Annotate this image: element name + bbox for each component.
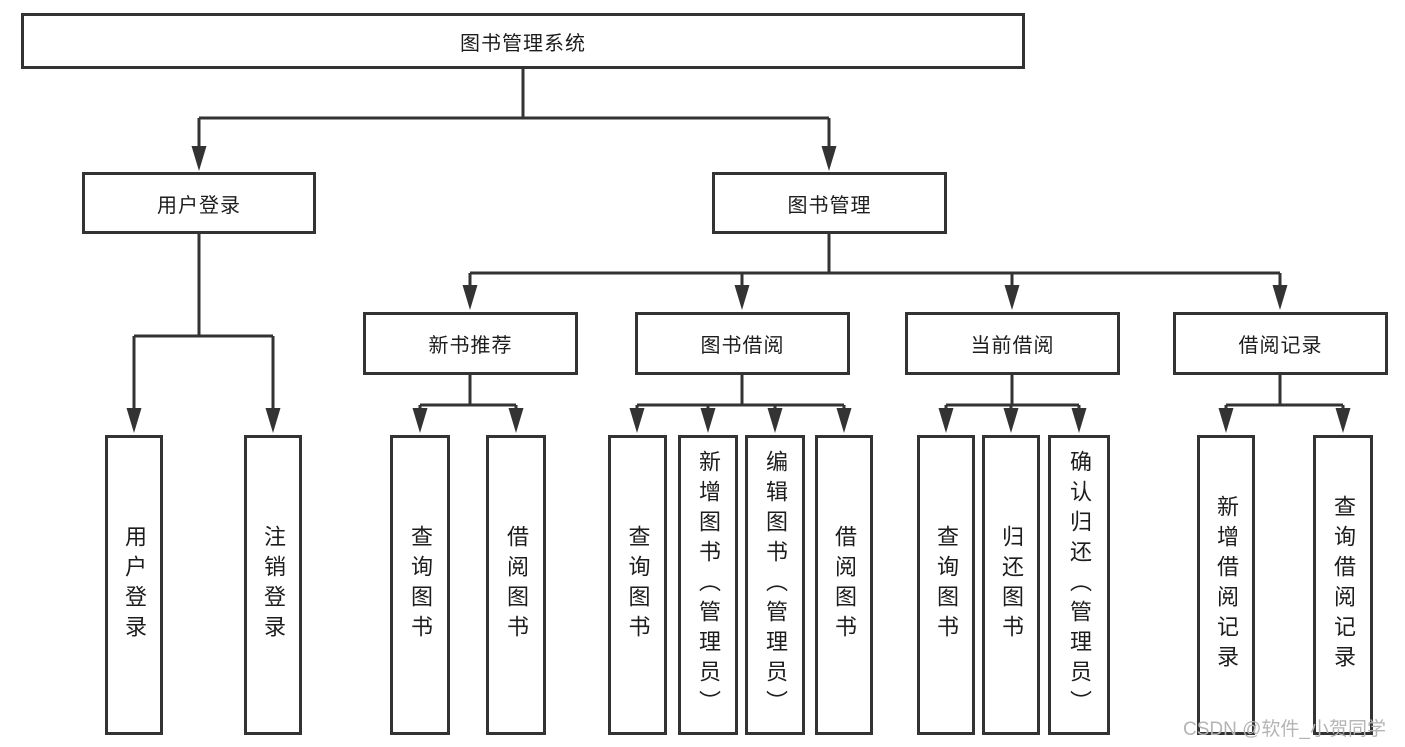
node-label: 图书管理系统 xyxy=(460,32,586,55)
node-label: 借阅图书 xyxy=(832,525,857,645)
node-label: 用户登录 xyxy=(157,194,241,217)
node-label: 借阅图书 xyxy=(504,525,529,645)
node-new-book-recommendation: 新书推荐 xyxy=(363,312,578,375)
node-label: 编辑图书（管理员） xyxy=(763,450,788,720)
leaf-query-books-recommend: 查询图书 xyxy=(390,435,450,735)
csdn-watermark: CSDN @软件_小贺同学 xyxy=(1183,719,1386,740)
node-label: 图书管理 xyxy=(787,194,872,217)
node-label: 确认归还（管理员） xyxy=(1067,450,1092,720)
leaf-return-book: 归还图书 xyxy=(982,435,1040,735)
node-label: 当前借阅 xyxy=(970,335,1055,357)
leaf-logout: 注销登录 xyxy=(244,435,302,735)
node-label: 借阅记录 xyxy=(1238,335,1323,357)
leaf-borrow-books-recommend: 借阅图书 xyxy=(486,435,546,735)
leaf-query-books-current: 查询图书 xyxy=(917,435,975,735)
node-label: 新增图书（管理员） xyxy=(696,450,721,720)
node-user-login: 用户登录 xyxy=(82,172,316,234)
node-library-management-system: 图书管理系统 xyxy=(21,13,1025,69)
leaf-edit-book-admin: 编辑图书（管理员） xyxy=(745,435,805,735)
leaf-add-book-admin: 新增图书（管理员） xyxy=(678,435,738,735)
node-label: 新增借阅记录 xyxy=(1214,495,1239,675)
node-label: 查询图书 xyxy=(934,525,959,645)
node-label: 查询图书 xyxy=(408,525,433,645)
leaf-query-books-borrowing: 查询图书 xyxy=(608,435,667,735)
node-label: 用户登录 xyxy=(122,525,147,645)
leaf-add-borrow-record: 新增借阅记录 xyxy=(1197,435,1255,735)
node-label: 新书推荐 xyxy=(428,335,513,357)
node-book-management: 图书管理 xyxy=(712,172,947,234)
node-label: 归还图书 xyxy=(999,525,1024,645)
leaf-borrow-books: 借阅图书 xyxy=(815,435,873,735)
node-label: 查询借阅记录 xyxy=(1331,495,1356,675)
leaf-query-borrow-record: 查询借阅记录 xyxy=(1313,435,1373,735)
node-label: 注销登录 xyxy=(261,525,286,645)
node-book-borrowing: 图书借阅 xyxy=(635,312,850,375)
node-label: 图书借阅 xyxy=(700,335,785,357)
node-borrowing-records: 借阅记录 xyxy=(1173,312,1388,375)
leaf-confirm-return-admin: 确认归还（管理员） xyxy=(1048,435,1110,735)
node-current-borrowing: 当前借阅 xyxy=(905,312,1120,375)
leaf-user-login: 用户登录 xyxy=(105,435,163,735)
node-label: 查询图书 xyxy=(625,525,651,645)
